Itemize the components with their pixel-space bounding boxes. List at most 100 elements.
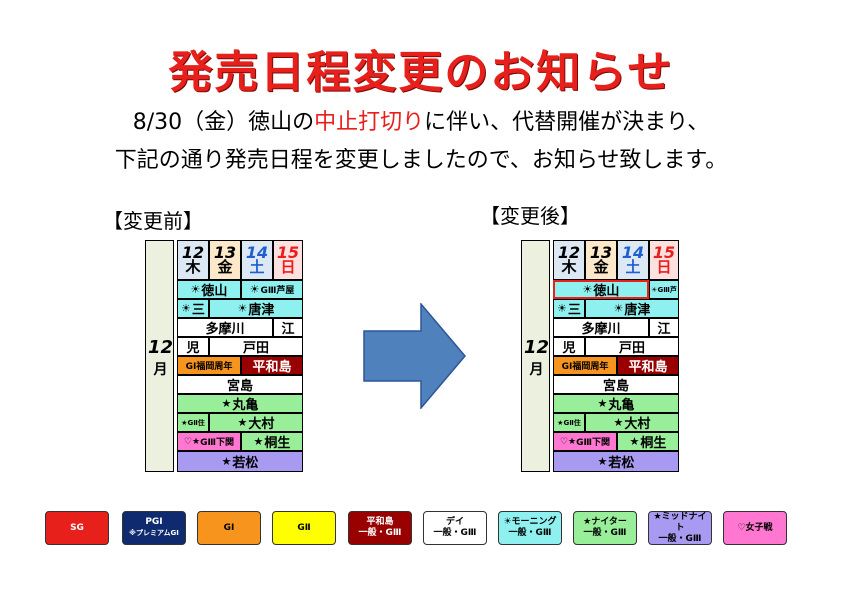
- legend-item: ★ナイター一般・GⅢ: [573, 511, 637, 545]
- sun-icon: ☀: [249, 283, 260, 296]
- day-date: 15: [652, 243, 676, 262]
- race-tokuyama: ☀徳山: [177, 280, 241, 299]
- day-date: 13: [589, 243, 613, 262]
- race-label: 三: [567, 303, 581, 318]
- race-heiwajima: 平和島: [617, 356, 679, 375]
- legend-item: ☀モーニング一般・GⅢ: [498, 511, 562, 545]
- month-number: 12: [523, 337, 550, 358]
- race-label: GⅢ芦屋: [260, 286, 295, 296]
- race-label: GⅡ住: [187, 418, 205, 427]
- race-label: 徳山: [201, 284, 228, 299]
- race-toda: 戸田: [585, 337, 679, 356]
- race-sumi-g2: ★GⅡ住: [553, 413, 585, 432]
- star-icon: ★: [557, 418, 564, 427]
- sun-icon: ☀: [613, 302, 624, 315]
- right-arrow-icon: [363, 303, 466, 409]
- legend-item: SG: [45, 511, 109, 545]
- race-label: GⅠ福岡周年: [561, 362, 609, 372]
- legend-line2: 一般・GⅢ: [583, 528, 627, 538]
- race-label: GⅢ芦: [657, 285, 677, 294]
- sun-icon: ☀: [557, 302, 567, 315]
- legend-line2: 一般・GⅢ: [658, 533, 702, 544]
- race-wakamatsu: ★若松: [553, 451, 679, 472]
- sun-icon: ☀: [237, 302, 248, 315]
- legend-item: ♡女子戦: [723, 511, 787, 545]
- race-sumi-g2: ★GⅡ住: [177, 413, 209, 432]
- race-karatsu: ☀唐津: [209, 299, 303, 318]
- day-date: 15: [276, 243, 300, 262]
- race-mikuni: ☀三: [177, 299, 209, 318]
- star-icon: ★: [597, 397, 608, 410]
- day-of-week: 日: [656, 258, 672, 276]
- legend-line1: GⅡ: [297, 522, 311, 533]
- race-label: 徳山: [593, 284, 620, 299]
- month-number: 12: [147, 337, 174, 358]
- day-date: 14: [621, 243, 645, 262]
- race-kojima: 児: [177, 337, 209, 356]
- race-ashiya: ☀GⅢ芦屋: [241, 280, 303, 299]
- legend-line2: 一般・GⅢ: [358, 528, 402, 538]
- legend-line1: 平和島: [366, 517, 394, 527]
- race-gi-fukuoka: GⅠ福岡周年: [553, 356, 617, 375]
- star-icon: ★: [237, 416, 248, 429]
- race-karatsu: ☀唐津: [585, 299, 679, 318]
- notice-line-1-post: に伴い、代替開催が決まり、: [424, 110, 710, 135]
- legend-item: GⅠ: [197, 511, 261, 545]
- star-icon: ★: [629, 435, 640, 448]
- race-miyajima: 宮島: [553, 375, 679, 394]
- notice-line-1-highlight: 中止打切り: [314, 110, 425, 135]
- race-wakamatsu: ★若松: [177, 451, 303, 472]
- race-label: 三: [191, 303, 205, 318]
- legend-line2: ※プレミアムGⅠ: [129, 529, 179, 537]
- race-ashiya: ☀GⅢ芦: [649, 280, 679, 299]
- heart-icon: ♡★: [183, 436, 201, 447]
- race-label: 丸亀: [608, 398, 635, 413]
- legend-item: ★ミッドナイト一般・GⅢ: [648, 511, 712, 545]
- legend-line1: ☀モーニング: [503, 517, 557, 527]
- month-column: 12 月: [521, 240, 550, 472]
- day-date: 12: [181, 243, 205, 262]
- legend-line1: ★ミッドナイト: [653, 511, 707, 533]
- race-marugame: ★丸亀: [553, 394, 679, 413]
- day-date: 12: [557, 243, 581, 262]
- race-heiwajima: 平和島: [241, 356, 303, 375]
- race-label: GⅠ福岡周年: [185, 362, 233, 372]
- before-label: 【変更前】: [103, 209, 203, 233]
- heart-icon: ♡★: [559, 436, 577, 447]
- legend-line1: PGⅠ: [145, 517, 163, 527]
- legend-item: GⅡ: [272, 511, 336, 545]
- notice-line-1-pre: 8/30（金）徳山の: [132, 110, 315, 135]
- race-tamagawa: 多摩川: [177, 318, 273, 337]
- page-title: 発売日程変更のお知らせ: [168, 47, 674, 98]
- month-column: 12 月: [145, 240, 174, 472]
- sun-icon: ☀: [190, 283, 201, 296]
- legend-item: PGⅠ ※プレミアムGⅠ: [122, 511, 186, 545]
- race-toda: 戸田: [209, 337, 303, 356]
- star-icon: ★: [221, 455, 232, 468]
- legend-line1: SG: [70, 522, 84, 533]
- race-label: 若松: [232, 456, 259, 471]
- month-unit: 月: [153, 362, 168, 378]
- race-kojima: 児: [553, 337, 585, 356]
- race-label: 若松: [608, 456, 635, 471]
- legend-line1: デイ: [445, 517, 464, 527]
- star-icon: ★: [221, 397, 232, 410]
- race-label: 大村: [624, 417, 651, 432]
- race-mikuni: ☀三: [553, 299, 585, 318]
- race-edogawa: 江: [649, 318, 679, 337]
- day-date: 13: [213, 243, 237, 262]
- legend-line2: 一般・GⅢ: [433, 528, 477, 538]
- sun-icon: ☀: [181, 302, 191, 315]
- star-icon: ★: [253, 435, 264, 448]
- legend-item: 平和島一般・GⅢ: [348, 511, 412, 545]
- race-label: 唐津: [248, 303, 275, 318]
- race-gi-fukuoka: GⅠ福岡周年: [177, 356, 241, 375]
- legend-line1: ★ナイター: [583, 517, 627, 527]
- race-label: GⅡ住: [563, 418, 581, 427]
